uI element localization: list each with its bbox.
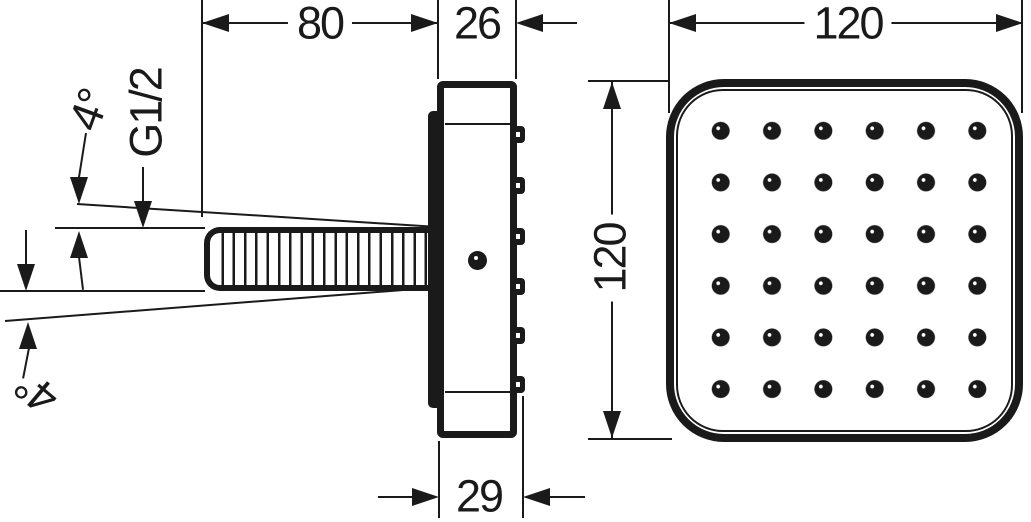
clip-hole xyxy=(516,183,520,188)
dim-label-26: 26 xyxy=(453,0,502,49)
ext-line-80-left xyxy=(201,0,203,217)
dim-label-29: 29 xyxy=(455,470,504,522)
arrowhead-29-left xyxy=(412,488,439,506)
ref-line-horizontal-bottom xyxy=(0,290,205,292)
arrowhead-120h-top xyxy=(603,82,621,109)
arrowhead-angle-top-upper xyxy=(70,177,88,204)
clip-hole xyxy=(516,132,520,137)
dim-tail-29-right xyxy=(549,496,585,498)
arrowhead-80-right xyxy=(411,14,438,32)
face-plate-inner-line xyxy=(676,89,1013,432)
clip-hole xyxy=(516,234,520,239)
leader-stem-thread xyxy=(142,167,144,203)
ref-line-4deg-up xyxy=(76,203,439,229)
mounting-clip xyxy=(514,177,525,194)
arrowhead-26-right xyxy=(516,14,543,32)
tail-angle-bottom xyxy=(25,230,27,266)
mounting-clip xyxy=(514,126,525,143)
nozzle-grid xyxy=(695,105,1003,415)
arrowhead-thread xyxy=(134,201,152,228)
center-screw xyxy=(468,251,487,270)
thread-label: G1/2 xyxy=(121,59,172,167)
angle-label-bottom: 4° xyxy=(5,360,69,426)
mounting-clip xyxy=(514,228,525,245)
arrowhead-120w-left xyxy=(669,14,696,32)
arrowhead-120h-bottom xyxy=(603,411,621,438)
ext-line-120-right xyxy=(1021,0,1023,113)
dim-label-120-width: 120 xyxy=(804,0,892,46)
body-bottom-seam-line xyxy=(445,391,511,393)
ext-line-80-right xyxy=(437,0,439,79)
ext-line-120-left xyxy=(668,0,670,113)
arrowhead-angle-bottom-upper xyxy=(17,264,35,291)
leader-angle-top xyxy=(77,132,87,180)
angle-label-top: 4° xyxy=(58,82,120,138)
mounting-clip xyxy=(514,376,525,393)
ext-line-plate-bottom xyxy=(588,438,672,440)
threaded-spout xyxy=(204,227,438,291)
arrowhead-angle-bottom-lower xyxy=(19,322,37,349)
arrowhead-29-right xyxy=(523,488,550,506)
arrowhead-angle-top-lower xyxy=(70,231,88,258)
body-top-seam-line xyxy=(445,123,511,125)
dim-label-80: 80 xyxy=(287,0,353,46)
ext-line-29-right xyxy=(522,396,524,518)
ext-line-plate-top xyxy=(588,80,670,82)
ext-line-26-right xyxy=(515,0,517,79)
ext-line-29-left xyxy=(438,441,440,518)
arrowhead-120w-right xyxy=(996,14,1023,32)
screw-highlight xyxy=(474,256,478,260)
mounting-clip xyxy=(514,278,525,295)
dim-tail-29-left xyxy=(378,496,414,498)
clip-hole xyxy=(516,333,520,338)
clip-hole xyxy=(516,284,520,289)
dim-tail-26 xyxy=(543,22,577,24)
mounting-clip xyxy=(514,327,525,344)
clip-hole xyxy=(516,382,520,387)
tail-angle-top xyxy=(78,256,85,290)
dim-label-120-height: 120 xyxy=(585,214,636,302)
arrowhead-80-left xyxy=(202,14,229,32)
spray-body-outline xyxy=(437,81,517,438)
ref-line-horizontal-top xyxy=(55,227,205,229)
